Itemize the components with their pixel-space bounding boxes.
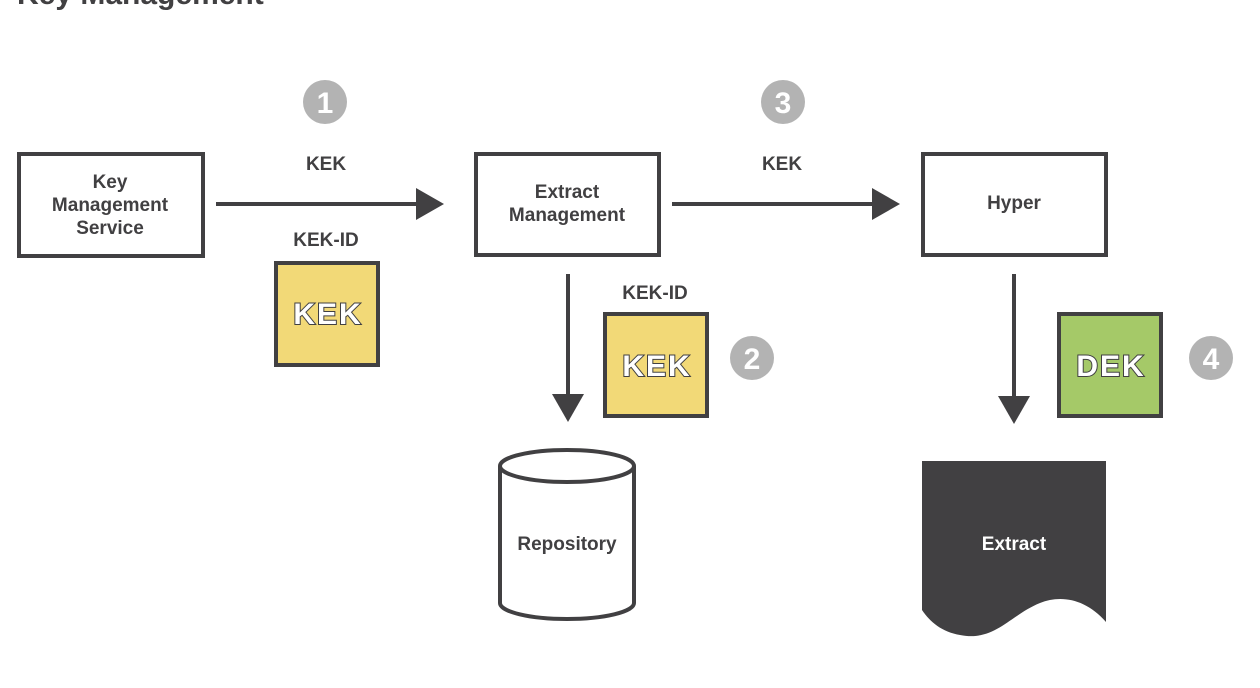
edge-label-kek-3: KEK	[762, 154, 802, 175]
svg-text:1: 1	[317, 87, 334, 120]
step-2-badge: 2	[730, 336, 774, 380]
kms-label-line3: Service	[76, 218, 144, 239]
extract-management-node: Extract Management	[474, 152, 661, 257]
edge-label-kek-1: KEK	[306, 154, 346, 175]
svg-text:2: 2	[744, 343, 761, 376]
svg-text:KEK: KEK	[293, 298, 362, 331]
kms-label-line1: Key	[93, 172, 128, 193]
svg-text:4: 4	[1203, 343, 1220, 376]
svg-text:KEK: KEK	[622, 350, 691, 383]
kms-node: Key Management Service	[17, 152, 205, 258]
svg-text:Extract: Extract	[535, 182, 600, 203]
kek-key-1: KEK	[274, 261, 380, 367]
step-4-badge: 4	[1189, 336, 1233, 380]
step-1-badge: 1	[303, 80, 347, 124]
svg-text:Extract: Extract	[982, 534, 1047, 555]
svg-text:Hyper: Hyper	[987, 193, 1041, 214]
edge-label-kek-id-1: KEK-ID	[293, 230, 358, 251]
svg-text:Repository: Repository	[517, 534, 617, 555]
extract-document-node: Extract	[922, 461, 1106, 637]
step-3-badge: 3	[761, 80, 805, 124]
svg-text:3: 3	[775, 87, 792, 120]
svg-text:Management: Management	[509, 205, 626, 226]
page-title: Key Management	[17, 0, 264, 11]
kms-label-line2: Management	[52, 195, 169, 216]
dek-key: DEK	[1057, 312, 1163, 418]
kek-key-2: KEK	[603, 312, 709, 418]
svg-text:DEK: DEK	[1076, 350, 1145, 383]
hyper-node: Hyper	[921, 152, 1108, 257]
repository-node: Repository	[498, 448, 636, 621]
edge-label-kek-id-2: KEK-ID	[622, 283, 687, 304]
